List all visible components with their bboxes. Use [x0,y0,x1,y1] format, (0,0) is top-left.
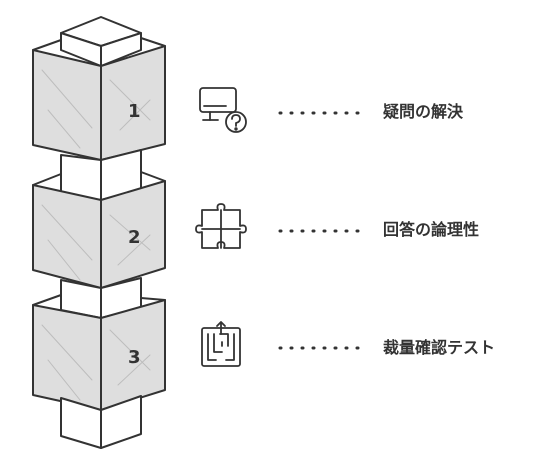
block-1 [32,37,166,161]
puzzle-icon [195,203,247,249]
step-number-3: 3 [128,347,141,368]
step-number-2: 2 [128,227,141,248]
block-2 [32,171,166,289]
step-label-2: 回答の論理性 [383,220,480,239]
bottom-core-block [60,395,142,449]
step-label-1: 疑問の解決 [383,102,464,121]
core-segment-1 [60,149,142,201]
step-label-3: 裁量確認テスト [383,338,496,357]
step-number-1: 1 [128,101,141,122]
monitor-question-icon [199,87,247,133]
maze-icon [201,321,241,367]
block-3 [32,294,166,411]
top-core-block [60,16,142,67]
